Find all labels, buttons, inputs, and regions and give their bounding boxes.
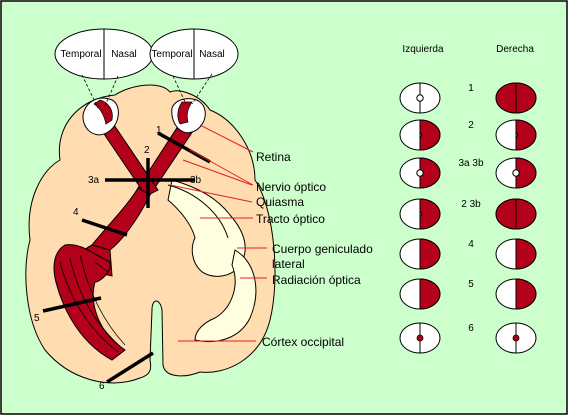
radiation-region [194,249,257,343]
field-row-label: 2 [468,120,474,131]
lesion-label-3b: 3b [190,175,202,186]
field-row-label: 6 [468,323,474,334]
field-right-2 [495,119,537,151]
lesion-label-3a: 3a [88,175,100,186]
field-left-7 [399,322,441,354]
field-right-7 [495,322,537,354]
right-eye [171,98,206,134]
lesion-bar-5 [42,296,102,313]
field-right-5 [495,238,537,270]
label-chiasm: Quiasma [256,195,304,209]
lesion-label-5: 5 [34,313,40,324]
lesion-label-4: 4 [73,207,79,218]
header-left: Izquierda [402,44,444,55]
field-right-1 [495,82,537,114]
lesion-label-2: 2 [144,145,150,156]
label-lgn-line2: lateral [272,257,305,271]
left-temporal-label: Temporal [60,49,101,60]
lesion-bars [42,131,211,384]
field-row-label: 3a 3b [458,158,483,169]
lesion-bar-1 [157,131,211,164]
field-row-label: 5 [468,279,474,290]
label-pointers [169,124,267,342]
lesion-bar-4 [81,218,128,237]
visual-field-table: 1 2 3a 3b 2 3b 4 5 6 [399,82,537,354]
label-optic-nerve: Nervio óptico [256,180,326,194]
right-temporal-label: Temporal [151,49,192,60]
right-nasal-label: Nasal [199,49,225,60]
lesion-label-6: 6 [99,381,105,392]
label-optic-radiation: Radiación óptica [272,273,361,287]
optic-tract-region [167,179,246,277]
lesion-label-1: 1 [156,125,162,136]
field-right-3 [495,157,537,189]
pathway-fiber-lines [59,254,126,353]
field-left-6 [399,278,441,310]
label-occipital-cortex: Córtex occipital [262,335,344,349]
left-eye [82,97,119,136]
right-eye-visual-field: Temporal Nasal [149,28,239,80]
field-left-5 [399,238,441,270]
left-eye-visual-field: Temporal Nasal [54,28,154,80]
field-left-2 [399,119,441,151]
label-lgn-line1: Cuerpo geniculado [272,242,373,256]
field-left-3 [399,157,441,189]
lesion-bar-6 [106,351,154,384]
header-right: Derecha [496,44,534,55]
field-left-4 [399,198,441,230]
field-row-label: 2 3b [461,199,481,210]
tract-edge [167,184,229,239]
field-right-4 [495,198,537,230]
projection-lines [81,73,213,109]
left-nasal-label: Nasal [111,49,137,60]
label-optic-tract: Tracto óptico [256,212,325,226]
field-row-label: 1 [468,83,474,94]
label-retina: Retina [256,150,291,164]
field-row-label: 4 [468,239,474,250]
field-right-6 [495,278,537,310]
field-left-1 [399,82,441,114]
